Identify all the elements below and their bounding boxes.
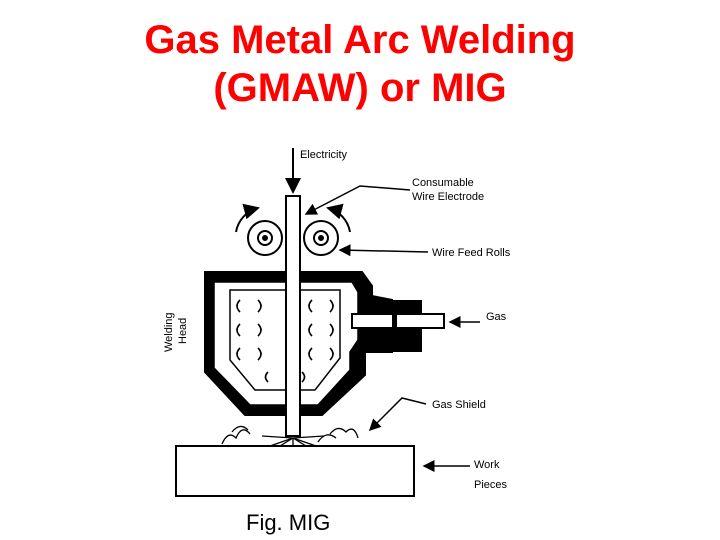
label-gas-shield: Gas Shield bbox=[432, 399, 486, 411]
label-welding: Welding bbox=[163, 312, 175, 352]
title-line-1: Gas Metal Arc Welding bbox=[144, 18, 576, 62]
title-line-2: (GMAW) or MIG bbox=[213, 66, 507, 110]
figure-caption: Fig. MIG bbox=[246, 510, 331, 535]
wire-feed-rolls bbox=[235, 203, 351, 256]
label-electrode-line1: Consumable bbox=[412, 177, 474, 189]
label-electrode-line2: Wire Electrode bbox=[412, 191, 484, 203]
slide-title: Gas Metal Arc Welding (GMAW) or MIG bbox=[0, 16, 720, 112]
gas-inlet-pipe bbox=[351, 300, 445, 352]
leader-lines bbox=[304, 185, 480, 472]
wire-electrode bbox=[285, 195, 301, 437]
label-work-line1: Work bbox=[474, 459, 500, 471]
label-feed-rolls: Wire Feed Rolls bbox=[432, 247, 511, 259]
label-electricity: Electricity bbox=[300, 149, 348, 161]
work-pieces bbox=[175, 445, 415, 497]
gas-flow-marks bbox=[236, 299, 334, 383]
label-head: Head bbox=[177, 318, 189, 344]
arc-gas-shield bbox=[221, 425, 359, 447]
label-gas: Gas bbox=[486, 311, 507, 323]
label-work-line2: Pieces bbox=[474, 479, 508, 491]
